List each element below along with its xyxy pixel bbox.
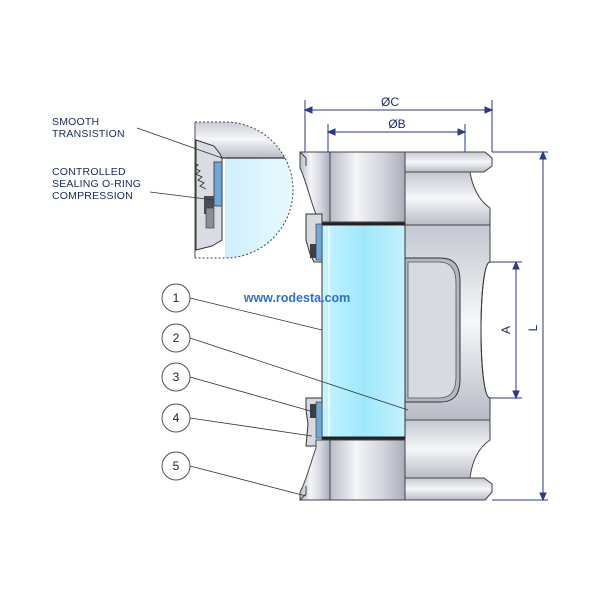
annotation-smooth-transition: SMOOTH TRANSISTION [52, 116, 223, 159]
detail-glass [225, 158, 293, 258]
callout-5: 5 [161, 451, 307, 497]
sight-glass-assembly [299, 151, 493, 501]
top-tube [299, 151, 406, 223]
sealing-label-line-2: SEALING O-RING [52, 178, 141, 190]
callout-number-4: 4 [173, 411, 180, 425]
annotation-controlled-sealing: CONTROLLED SEALING O-RING COMPRESSION [52, 166, 215, 202]
smooth-label-line-1: SMOOTH [52, 116, 99, 128]
dimension-label-overall-length: L [526, 324, 540, 331]
sealing-label-line-1: CONTROLLED [52, 166, 126, 178]
bottom-seal [305, 397, 323, 447]
sealing-label-line-3: COMPRESSION [52, 190, 133, 202]
dimension-label-outer-diameter: ØC [381, 95, 399, 109]
detail-circle [195, 121, 294, 259]
bottom-tube [299, 439, 406, 501]
watermark-text: www.rodesta.com [243, 291, 351, 305]
callout-number-5: 5 [173, 459, 180, 473]
rear-housing [404, 151, 493, 501]
glass-tube [321, 222, 406, 440]
callout-number-3: 3 [173, 370, 180, 384]
detail-inset [194, 121, 294, 259]
callout-1: 1 [161, 283, 323, 331]
callout-2: 2 [161, 323, 409, 411]
callout-number-2: 2 [173, 331, 180, 345]
callout-number-1: 1 [173, 291, 180, 305]
detail-o-ring [213, 161, 223, 207]
callout-4: 4 [161, 403, 313, 437]
dimension-label-inner-diameter: ØB [388, 117, 405, 131]
smooth-label-line-2: TRANSISTION [52, 128, 125, 140]
callout-3: 3 [161, 362, 315, 413]
dimension-lines [303, 100, 548, 502]
dimension-label-window-length: A [499, 326, 513, 334]
top-seal [305, 213, 323, 263]
part-callouts: 1 2 3 4 5 [161, 283, 409, 497]
